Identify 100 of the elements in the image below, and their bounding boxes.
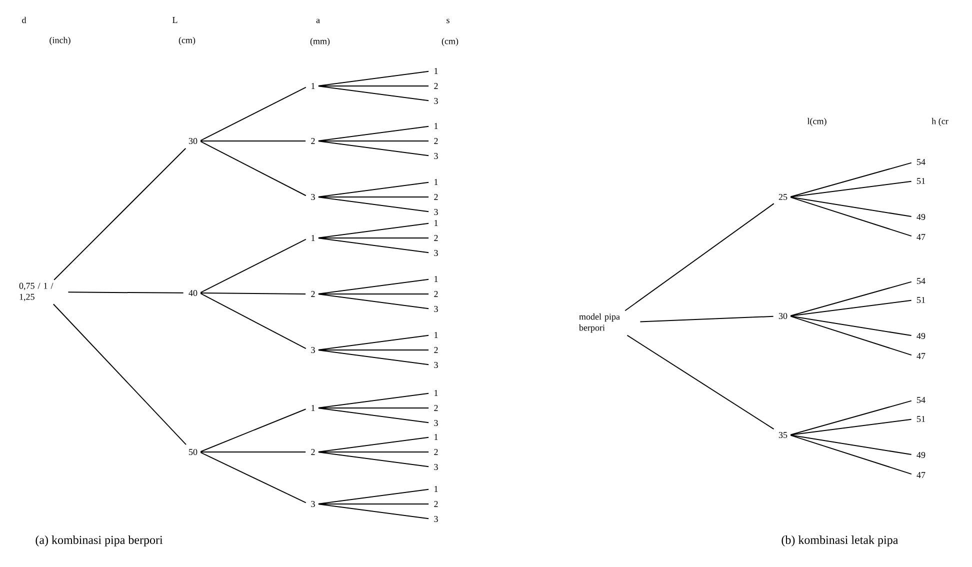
branch-line <box>200 292 306 294</box>
tree-value: 1 <box>434 220 438 226</box>
column-header: (cm) <box>178 36 196 46</box>
branch-line <box>318 452 430 468</box>
tree-value: 1 <box>434 332 438 338</box>
tree-value: 2 <box>311 291 315 297</box>
tree-value: 1 <box>312 405 315 411</box>
branch-line <box>624 203 774 312</box>
branch-line <box>640 316 774 322</box>
branch-line <box>318 126 430 142</box>
tree-value: 47 <box>916 353 926 359</box>
branch-line <box>318 238 430 254</box>
tree-value: 1 <box>434 179 438 185</box>
branch-line <box>790 434 912 456</box>
branch-line <box>790 180 912 198</box>
tree-value: 47 <box>916 472 926 478</box>
branch-line <box>200 238 306 294</box>
branch-line <box>200 292 306 350</box>
branch-line <box>626 334 774 430</box>
column-header: h (cr <box>932 118 948 126</box>
tree-value: 3 <box>434 208 438 216</box>
tree-value: 40 <box>188 290 198 296</box>
branch-line <box>68 292 184 294</box>
branch-line <box>318 294 430 310</box>
tree-value: 3 <box>434 98 438 104</box>
tree-value: 3 <box>311 500 315 508</box>
tree-value: 1 <box>434 276 438 282</box>
branch-line <box>318 436 430 452</box>
branch-line <box>318 222 430 238</box>
branch-line <box>318 140 430 156</box>
caption: (b) kombinasi letak pipa <box>782 536 898 546</box>
tree-value: 3 <box>434 420 438 426</box>
column-header: a <box>316 18 320 24</box>
column-header: d <box>22 16 26 24</box>
column-header: s <box>446 18 450 24</box>
tree-value: 51 <box>917 416 925 422</box>
tree-value: 2 <box>434 291 438 297</box>
branch-line <box>318 350 430 366</box>
tree-value: 2 <box>434 194 438 200</box>
branch-line <box>790 196 912 218</box>
branch-line <box>200 140 306 196</box>
tree-value: 50 <box>189 448 198 456</box>
tree-value: 54 <box>917 278 926 284</box>
tree-value: 30 <box>778 312 788 320</box>
tree-value: 1 <box>312 83 315 89</box>
branch-line <box>52 304 187 446</box>
tree-value: 3 <box>434 362 438 368</box>
tree-value: 3 <box>434 516 438 522</box>
branch-line <box>790 400 912 436</box>
column-header: (inch) <box>50 36 70 46</box>
branch-line <box>318 182 430 198</box>
tree-value: 51 <box>917 296 925 304</box>
tree-value: 2 <box>434 501 438 507</box>
tree-value: 3 <box>311 194 315 200</box>
column-header: (cm) <box>442 38 458 46</box>
tree-value: 2 <box>434 138 438 144</box>
tree-value: 0,75 / 1 / 1,25 <box>19 282 54 302</box>
tree-value: 35 <box>778 432 788 438</box>
tree-value: 51 <box>917 178 925 184</box>
branch-line <box>790 434 912 475</box>
column-header: l(cm) <box>807 118 826 126</box>
branch-line <box>318 196 430 198</box>
tree-value: 1 <box>434 68 438 74</box>
tree-value: model pipa berpori <box>579 313 620 333</box>
branch-line <box>318 86 430 102</box>
column-header: (mm) <box>310 38 330 46</box>
tree-value: 25 <box>778 194 788 200</box>
branch-line <box>318 392 430 408</box>
tree-value: 47 <box>916 234 926 240</box>
branch-line <box>790 196 912 237</box>
branch-line <box>790 162 912 198</box>
tree-value: 1 <box>434 486 438 492</box>
branch-line <box>790 316 912 336</box>
tree-value: 2 <box>311 449 315 455</box>
tree-value: 49 <box>916 452 926 458</box>
tree-value: 1 <box>434 434 438 440</box>
branch-line <box>318 504 430 520</box>
branch-line <box>200 408 306 452</box>
branch-line <box>318 70 430 86</box>
tree-value: 3 <box>434 306 438 312</box>
tree-value: 2 <box>434 405 438 411</box>
branch-line <box>318 334 430 350</box>
branch-line <box>318 488 430 504</box>
branch-line <box>318 140 430 142</box>
tree-value: 2 <box>434 347 438 353</box>
tree-value: 54 <box>917 396 926 403</box>
tree-value: 49 <box>916 332 926 340</box>
branch-line <box>790 281 912 316</box>
branch-line <box>54 148 186 280</box>
branch-line <box>790 300 912 316</box>
tree-value: 1 <box>312 235 315 241</box>
tree-value: 3 <box>434 250 438 256</box>
tree-value: 49 <box>916 214 926 220</box>
tree-value: 1 <box>434 123 438 129</box>
tree-value: 2 <box>434 449 438 455</box>
tree-value: 3 <box>434 152 438 160</box>
tree-value: 2 <box>434 83 438 89</box>
branch-line <box>200 86 306 142</box>
column-header: L <box>172 17 178 23</box>
branch-line <box>790 418 912 436</box>
